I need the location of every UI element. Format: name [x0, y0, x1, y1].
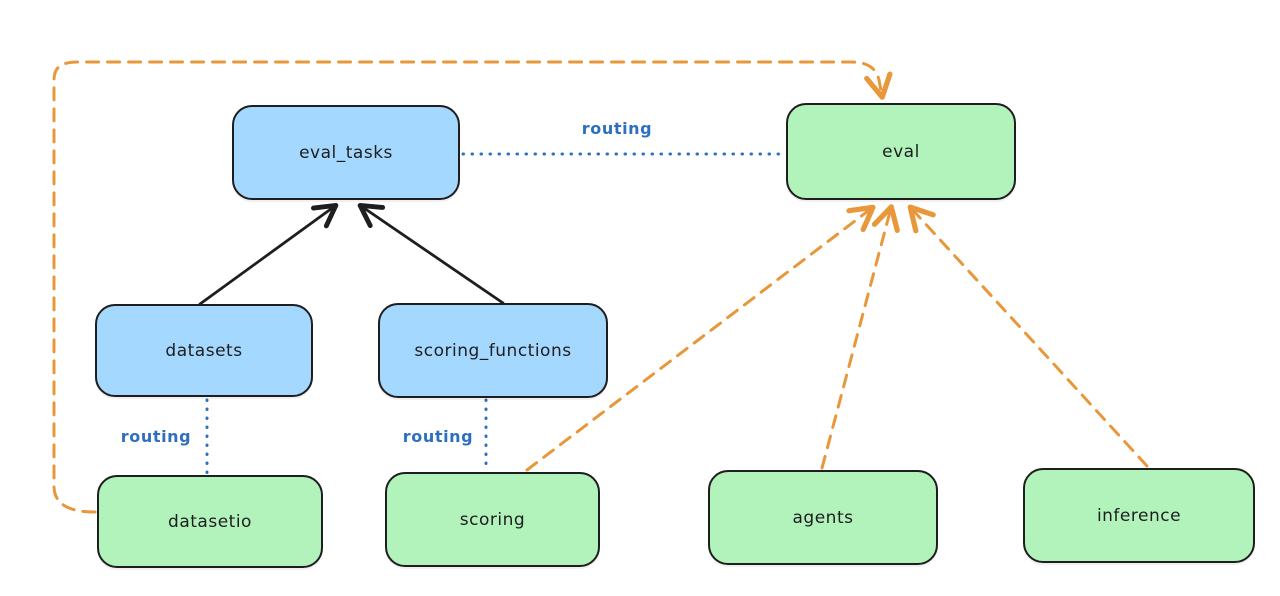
edge-datasets-to-eval_tasks — [198, 202, 339, 306]
node-agents: agents — [708, 470, 938, 565]
node-inference: inference — [1023, 468, 1255, 563]
edge-scoring_functions-to-eval_tasks — [357, 202, 505, 305]
node-inference-label: inference — [1096, 505, 1182, 526]
node-eval_tasks-label: eval_tasks — [299, 142, 393, 163]
edge-scoring-to-eval — [525, 204, 876, 472]
node-agents-label: agents — [792, 507, 854, 528]
edge-label-routing-datasets: routing — [120, 427, 192, 446]
node-scoring_functions-label: scoring_functions — [414, 340, 572, 361]
node-eval: eval — [786, 103, 1016, 200]
node-scoring: scoring — [385, 472, 600, 567]
node-datasetio: datasetio — [97, 475, 323, 568]
edge-label-routing-scoring: routing — [402, 427, 474, 446]
node-datasets-label: datasets — [165, 340, 243, 361]
node-datasets: datasets — [95, 304, 313, 397]
node-eval-label: eval — [882, 141, 920, 162]
node-datasetio-label: datasetio — [168, 511, 252, 532]
edge-inference-to-eval — [907, 204, 1149, 468]
node-scoring_functions: scoring_functions — [378, 303, 608, 398]
node-scoring-label: scoring — [459, 509, 526, 530]
edge-label-routing-top: routing — [581, 119, 653, 138]
node-eval_tasks: eval_tasks — [232, 105, 460, 200]
edge-datasetio-to-eval — [52, 60, 893, 514]
edge-agents-to-eval — [820, 204, 900, 470]
